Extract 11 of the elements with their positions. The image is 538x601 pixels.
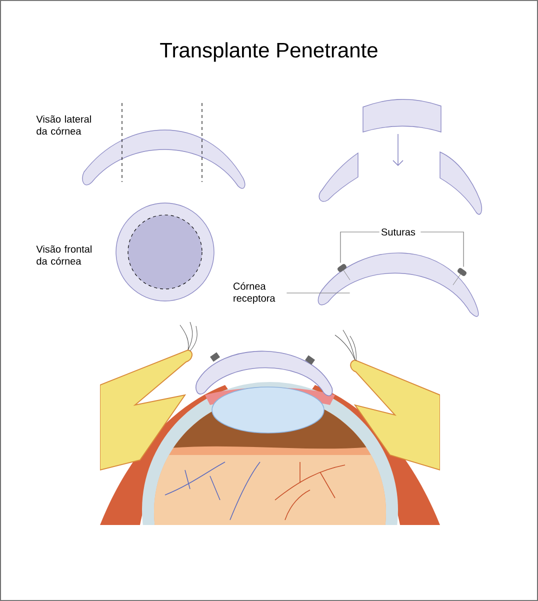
callout-label: Suturas <box>381 228 416 236</box>
suture-mark <box>337 264 347 272</box>
side-label: Visão frontal da córnea <box>36 245 92 265</box>
callout-label: Córnea receptora <box>234 282 276 304</box>
title: Transplante Penetrante <box>160 42 378 62</box>
bracket-line <box>340 232 380 264</box>
side-label: Visão lateral da córnea <box>36 115 91 135</box>
leader-line <box>286 292 350 294</box>
suture-mark <box>457 268 467 276</box>
recipient-cornea-drawing <box>318 252 479 317</box>
bracket-line <box>420 232 464 268</box>
